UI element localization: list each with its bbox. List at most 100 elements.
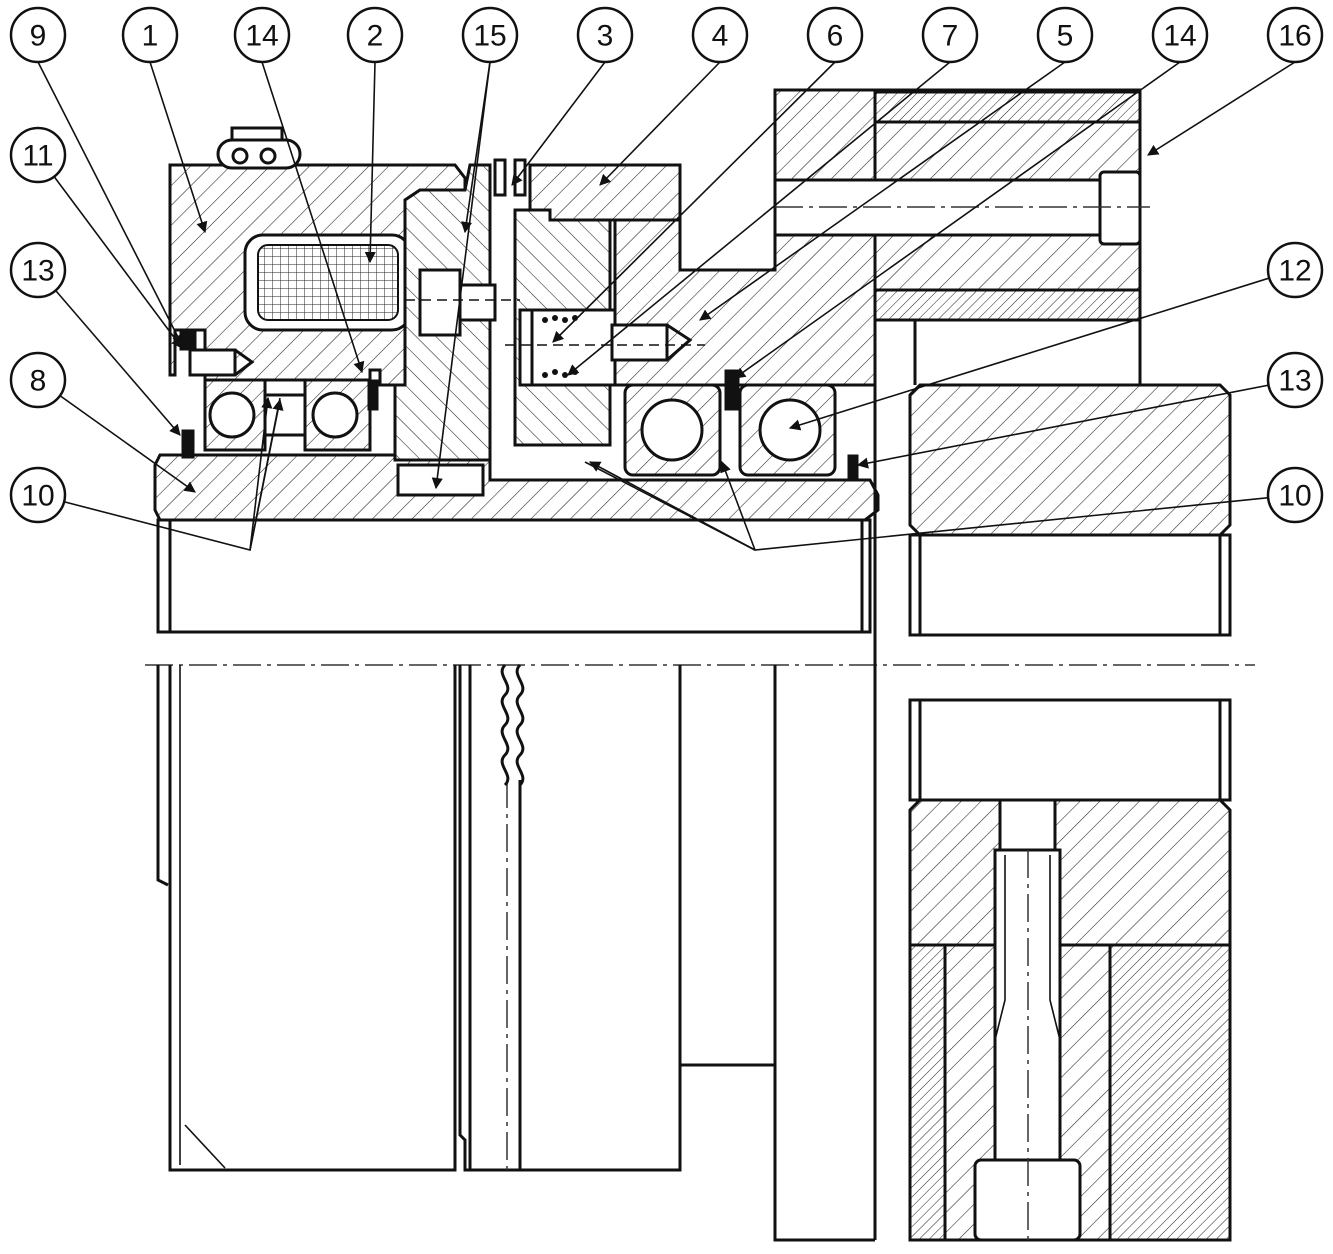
terminal-box bbox=[216, 138, 302, 170]
callout-14-left: 14 bbox=[233, 6, 291, 64]
seal bbox=[179, 329, 197, 351]
callout-circle bbox=[9, 6, 67, 64]
callout-circle bbox=[806, 6, 864, 64]
callout-circle bbox=[691, 6, 749, 64]
bearing-ball bbox=[208, 391, 256, 439]
callout-label: 14 bbox=[1163, 20, 1196, 53]
callout-circle bbox=[1036, 6, 1094, 64]
callout-label: 13 bbox=[1278, 365, 1311, 398]
callout-13-left: 13 bbox=[9, 241, 67, 299]
terminal-cap bbox=[230, 126, 284, 140]
callout-4: 4 bbox=[691, 6, 749, 64]
callout-11: 11 bbox=[9, 126, 67, 184]
bearing-ball bbox=[640, 398, 704, 462]
friction-wave bbox=[500, 663, 510, 787]
callout-9: 9 bbox=[9, 6, 67, 64]
bearing-ball bbox=[311, 391, 359, 439]
callout-12: 12 bbox=[1266, 241, 1324, 299]
callout-circle bbox=[1266, 351, 1324, 409]
bushing-top bbox=[873, 90, 1142, 124]
friction-disc bbox=[493, 158, 507, 197]
callout-8: 8 bbox=[9, 351, 67, 409]
adjust-screw bbox=[610, 323, 669, 362]
flange-view bbox=[773, 1065, 875, 1242]
driver-view bbox=[680, 665, 777, 1067]
callout-6: 6 bbox=[806, 6, 864, 64]
leader-lines bbox=[37, 61, 1296, 551]
driven-hub-bore-view bbox=[908, 698, 1232, 802]
bore-region bbox=[156, 320, 1232, 1240]
callout-circle bbox=[461, 6, 519, 64]
callout-circle bbox=[576, 6, 634, 64]
grub-screw bbox=[188, 348, 237, 377]
view-edge bbox=[184, 1124, 226, 1169]
seal bbox=[847, 454, 859, 481]
lower-section bbox=[156, 663, 1232, 1242]
callout-circle bbox=[1266, 466, 1324, 524]
callout-15: 15 bbox=[461, 6, 519, 64]
callout-label: 14 bbox=[245, 20, 278, 53]
callout-circle bbox=[9, 241, 67, 299]
callout-circle bbox=[9, 466, 67, 524]
callout-label: 8 bbox=[30, 365, 47, 398]
callout-bubbles: 9 1 14 2 15 3 4 6 7 5 14 16 11 13 8 10 12 13 10 bbox=[9, 6, 1324, 524]
callout-label: 5 bbox=[1057, 20, 1074, 53]
callout-7: 7 bbox=[921, 6, 979, 64]
rotor-view bbox=[458, 665, 682, 1172]
ring bbox=[528, 163, 682, 222]
callout-10-left: 10 bbox=[9, 466, 67, 524]
callout-label: 15 bbox=[473, 20, 506, 53]
callout-label: 10 bbox=[21, 480, 54, 513]
callout-label: 11 bbox=[22, 140, 53, 173]
callout-circle bbox=[1151, 6, 1209, 64]
callout-label: 6 bbox=[827, 20, 844, 53]
callout-2: 2 bbox=[346, 6, 404, 64]
callout-circle bbox=[9, 126, 67, 184]
rotor-shaft-pin bbox=[418, 268, 462, 337]
callout-label: 1 bbox=[142, 20, 159, 53]
callout-label: 9 bbox=[30, 20, 47, 53]
coil-winding bbox=[257, 244, 399, 321]
rotor-pin-tip bbox=[458, 283, 497, 322]
grub-screw-tip bbox=[234, 348, 255, 377]
driven-hub-lower bbox=[908, 798, 1232, 947]
bolt-head bbox=[1098, 170, 1142, 246]
hub bbox=[153, 453, 880, 522]
callout-circle bbox=[121, 6, 179, 64]
callout-label: 2 bbox=[367, 20, 384, 53]
magnet-body-view bbox=[168, 665, 457, 1172]
callout-label: 16 bbox=[1278, 20, 1311, 53]
driven-hub bbox=[908, 383, 1232, 537]
callout-3: 3 bbox=[576, 6, 634, 64]
callout-label: 13 bbox=[21, 255, 54, 288]
adjust-screw-tip bbox=[666, 323, 693, 362]
callout-5: 5 bbox=[1036, 6, 1094, 64]
seal bbox=[724, 369, 740, 411]
friction-wave bbox=[515, 663, 525, 787]
callout-13-right: 13 bbox=[1266, 351, 1324, 409]
lower-bolt-thread bbox=[994, 855, 1061, 1041]
callout-label: 10 bbox=[1278, 480, 1311, 513]
seal bbox=[181, 429, 195, 459]
callout-circle bbox=[921, 6, 979, 64]
callout-16: 16 bbox=[1266, 6, 1324, 64]
callout-label: 12 bbox=[1278, 255, 1311, 288]
terminal-screw bbox=[231, 147, 249, 165]
callout-label: 4 bbox=[712, 20, 729, 53]
upper-section bbox=[153, 88, 1232, 537]
bushing-bottom bbox=[873, 288, 1142, 322]
callout-label: 3 bbox=[597, 20, 614, 53]
bearing-ball bbox=[758, 398, 822, 462]
callout-circle bbox=[1266, 6, 1324, 64]
seal bbox=[367, 379, 379, 411]
key-slot bbox=[396, 463, 485, 497]
callout-circle bbox=[9, 351, 67, 409]
callout-14-right: 14 bbox=[1151, 6, 1209, 64]
bore-relief bbox=[998, 798, 1057, 852]
spacer bbox=[263, 393, 307, 437]
callout-circle bbox=[346, 6, 404, 64]
callout-circle bbox=[1266, 241, 1324, 299]
guide-pin bbox=[518, 308, 534, 387]
callout-10-right: 10 bbox=[1266, 466, 1324, 524]
